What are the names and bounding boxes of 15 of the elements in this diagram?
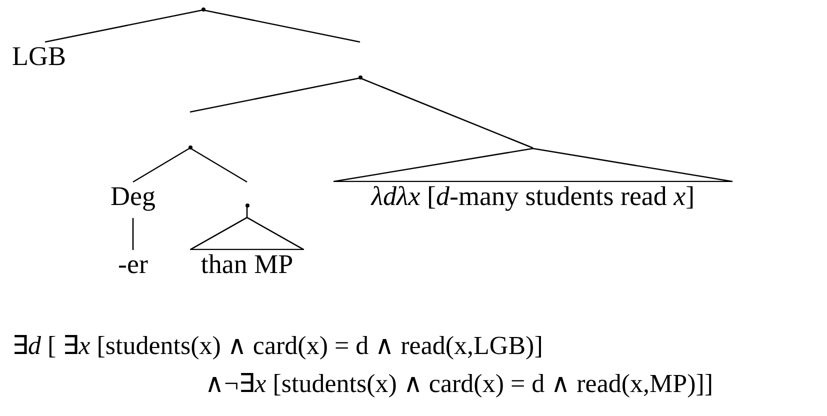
node-label: -er <box>118 248 148 280</box>
formula: ∃d [ ∃x [students(x) ∧ card(x) = d ∧ read(x,LGB)] <box>12 330 543 362</box>
tree-branch <box>132 218 134 250</box>
node-label: than MP <box>200 248 294 280</box>
tree-branch <box>44 9 204 43</box>
tree-branch <box>190 147 248 183</box>
tree-branch <box>202 9 360 43</box>
node-label: LGB <box>12 40 66 72</box>
tree-branch <box>132 147 190 183</box>
node-label: Deg <box>110 180 156 212</box>
tree-branch <box>190 77 360 113</box>
formula: ∧¬∃x [students(x) ∧ card(x) = d ∧ read(x,MP)]] <box>205 368 714 400</box>
tree-branch <box>360 77 534 149</box>
tree-branch <box>246 206 248 217</box>
node-label: λdλx [d-many students read x] <box>371 180 695 212</box>
